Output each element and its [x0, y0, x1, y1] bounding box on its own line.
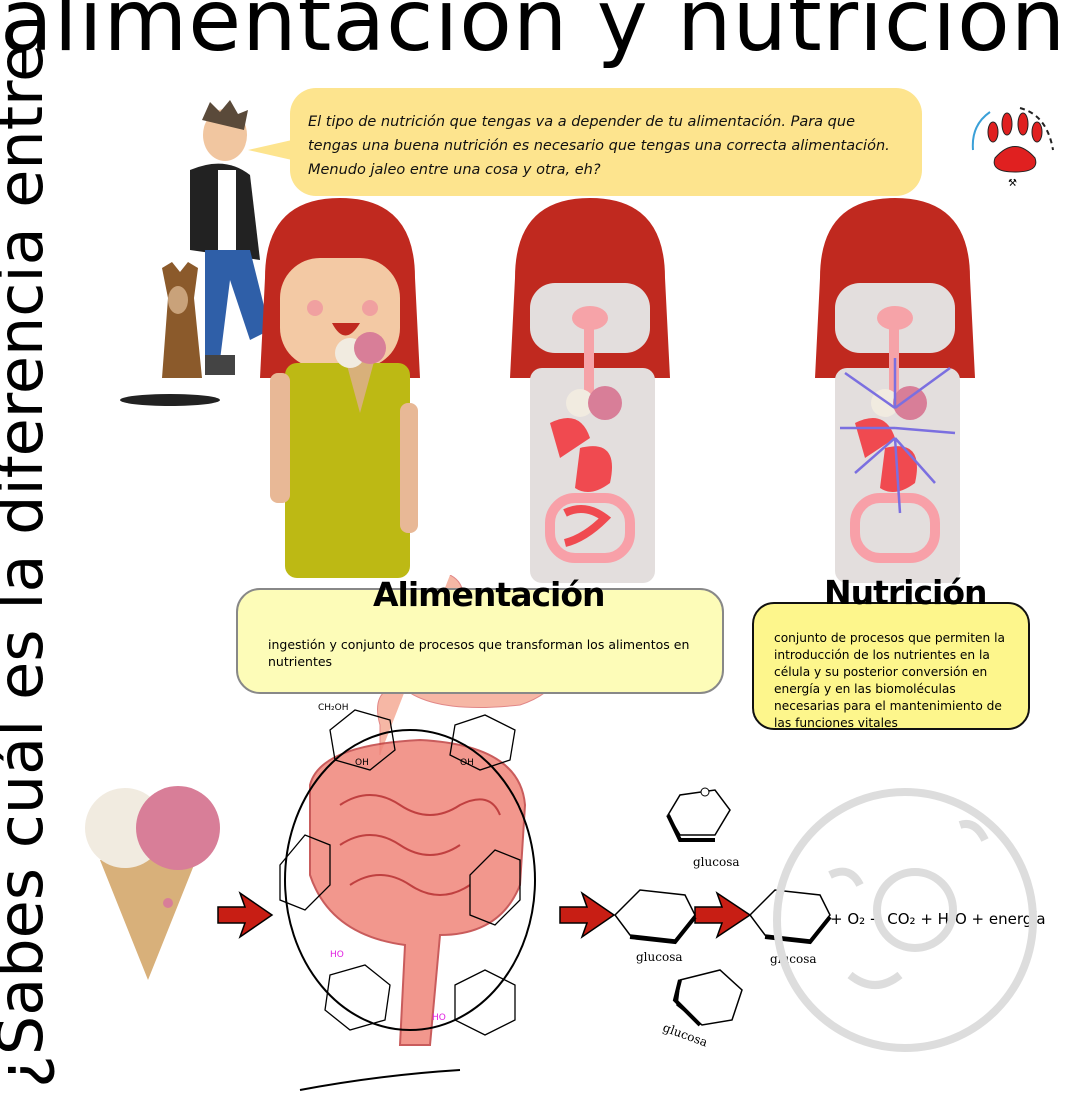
oh-label: OH [460, 758, 474, 768]
ch2oh-label: CH₂OH [318, 703, 349, 713]
svg-text:⚒: ⚒ [1008, 178, 1017, 189]
ice-cream-illustration [85, 786, 220, 980]
nutricion-title: Nutrición [824, 573, 988, 612]
alimentacion-box: Alimentación ingestión y conjunto de pro… [236, 575, 724, 694]
respiration-equation: + O₂ → CO₂ + H₂O + energía [830, 910, 1046, 928]
oh-label: OH [355, 758, 369, 768]
teacher-and-dog-illustration [120, 100, 302, 406]
nutricion-definition: conjunto de procesos que permiten la int… [774, 631, 1005, 730]
cell-illustration [773, 788, 1037, 1052]
alimentacion-title: Alimentación [373, 575, 606, 614]
glucose-label: glucosa [693, 855, 740, 869]
speech-bubble-tail [248, 140, 292, 160]
logo-paw-icon: ⚒ [971, 107, 1054, 189]
girl-eating [260, 198, 420, 578]
ho-label: HO [432, 1013, 446, 1023]
girls-illustration [260, 198, 975, 583]
girl-nutrition [815, 198, 975, 583]
arrow-icon [217, 891, 752, 939]
alimentacion-definition: ingestión y conjunto de procesos que tra… [268, 637, 690, 669]
speech-bubble: El tipo de nutrición que tengas va a dep… [290, 88, 922, 196]
ho-label: HO [330, 950, 344, 960]
girl-digestion [510, 198, 670, 583]
page-title: alimentación y nutrición? [0, 0, 1068, 71]
glucose-label: glucosa [636, 950, 683, 964]
nutricion-box: Nutrición conjunto de procesos que permi… [752, 576, 1030, 730]
